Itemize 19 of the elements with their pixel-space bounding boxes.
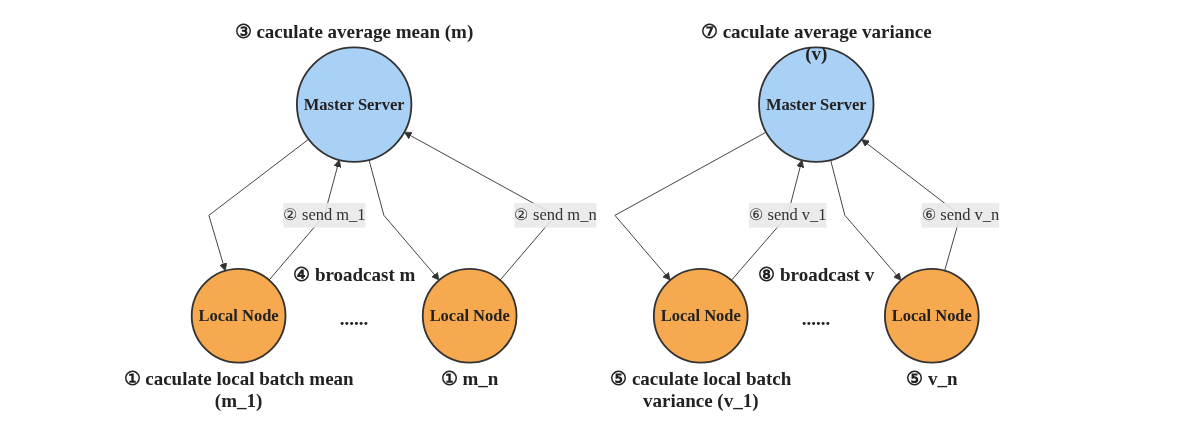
edge-label: ⑥ send v_n bbox=[921, 205, 1000, 225]
edge-label: ⑥ send v_1 bbox=[748, 205, 827, 225]
node-caption: ③ caculate average mean (m) bbox=[234, 20, 474, 44]
ellipsis: ...... bbox=[801, 307, 831, 330]
edge-label: ② send m_n bbox=[514, 205, 597, 225]
step-label: ⑧ broadcast v bbox=[758, 262, 875, 286]
step-label: ④ broadcast m bbox=[293, 262, 416, 286]
node-circle: Local Node bbox=[884, 267, 980, 364]
ellipsis: ...... bbox=[339, 307, 369, 330]
edge-label: ② send m_1 bbox=[283, 205, 366, 225]
node-circle: Local Node bbox=[190, 267, 287, 364]
node-circle: Master Server bbox=[295, 46, 413, 163]
node-caption: ⑤ caculate local batch variance (v_1) bbox=[609, 366, 793, 412]
node-caption: ⑤ v_n bbox=[906, 366, 958, 390]
node-circle: Local Node bbox=[652, 267, 749, 364]
node-caption: ① m_n bbox=[440, 366, 499, 390]
node-caption: ① caculate local batch mean (m_1) bbox=[122, 366, 355, 412]
node-caption: ⑦ caculate average variance (v) bbox=[699, 20, 933, 66]
node-circle: Local Node bbox=[421, 267, 518, 364]
